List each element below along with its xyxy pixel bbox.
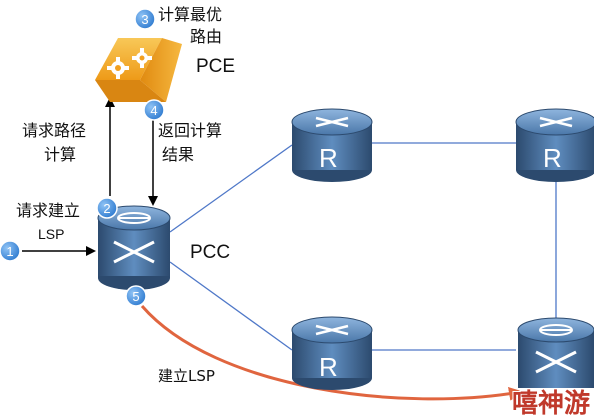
gear-icon [107,57,129,79]
router-label: R [319,143,338,173]
router-icon [291,316,373,390]
step-number: 4 [150,103,157,118]
link-pcc-router-bottom [169,261,293,351]
step-badge-1: 1 [0,240,21,262]
request-route-label-line2: 计算 [44,145,76,164]
step-badge-2: 2 [96,197,118,219]
pcc-label: PCC [190,242,230,263]
router-label: R [319,352,338,382]
step-number: 1 [6,244,13,259]
network-links [169,142,557,351]
gear-icon [132,48,152,68]
step-number: 2 [103,201,110,216]
step-badge-5: 5 [125,285,147,307]
pce-caption-line2: 路由 [190,27,222,46]
step-badge-4: 4 [143,99,165,121]
establish-lsp-label: 建立LSP [158,367,215,385]
router-icon [291,108,373,182]
pcc-router-icon [97,205,171,290]
pce-caption-line1: 计算最优 [158,5,222,24]
request-lsp-label-line1: 请求建立 [16,201,80,220]
egress-router-icon [517,317,594,388]
pce-label: PCE [196,56,235,77]
request-route-label-line1: 请求路径 [22,121,86,140]
link-pcc-router-top [169,144,293,233]
step-badge-3: 3 [134,8,156,30]
request-lsp-label-line2: LSP [38,226,64,242]
router-label: R [543,143,562,173]
step-number: 3 [141,12,148,27]
step-number: 5 [132,289,139,304]
router-icon [515,108,594,182]
return-result-label-line1: 返回计算 [158,121,222,140]
pce-server-icon [95,38,182,102]
return-result-label-line2: 结果 [162,145,194,164]
watermark: 嘻神游 [512,389,590,418]
